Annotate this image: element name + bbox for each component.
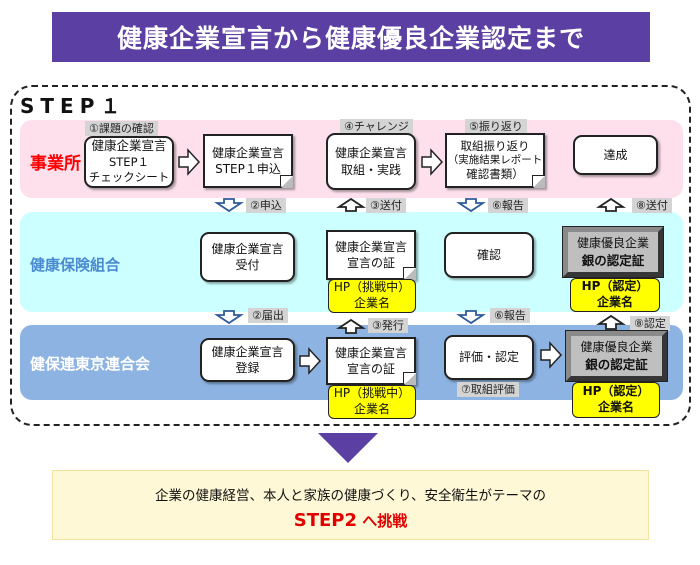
flow-tag-2: ②申込 xyxy=(246,198,286,213)
page-title: 健康企業宣言から健康優良企業認定まで xyxy=(52,12,650,62)
hp-certified-badge-fed: HP（認定）企業名 xyxy=(572,382,660,418)
flow-tag-3: ③送付 xyxy=(366,198,406,213)
hp-certified-badge: HP（認定）企業名 xyxy=(570,278,660,312)
big-down-arrow-icon xyxy=(318,433,378,463)
step-tag-4: ④チャレンジ xyxy=(340,119,413,134)
achieved-box: 達成 xyxy=(573,135,658,175)
flow-tag-3b: ③発行 xyxy=(368,318,408,333)
row-label-insurer: 健康保険組合 xyxy=(30,256,121,274)
practice-box: 健康企業宣言取組・実践 xyxy=(326,133,416,190)
up-arrow-icon xyxy=(596,197,626,212)
down-arrow-icon xyxy=(214,198,244,213)
flow-tag-6b: ⑥報告 xyxy=(490,308,530,323)
hp-challenge-badge-fed: HP（挑戦中）企業名 xyxy=(328,385,416,419)
declaration-certificate-doc-fed: 健康企業宣言宣言の証 xyxy=(326,337,416,385)
registration-box: 健康企業宣言登録 xyxy=(200,338,295,382)
flow-tag-8: ⑧送付 xyxy=(632,198,672,213)
step1-label: STEP１ xyxy=(20,94,127,118)
step-tag-5: ⑤振り返り xyxy=(465,119,527,134)
down-arrow-icon xyxy=(214,310,244,325)
challenge-label: へ挑戦 xyxy=(357,512,408,530)
review-doc: 取組振り返り（実施結果レポート確認書類） xyxy=(445,133,545,188)
flow-tag-2b: ②届出 xyxy=(248,308,288,323)
row-label-federation: 健保連東京連合会 xyxy=(30,355,151,373)
right-arrow-icon xyxy=(299,347,322,375)
reception-box: 健康企業宣言受付 xyxy=(200,232,295,282)
up-arrow-icon xyxy=(596,314,626,330)
next-step-title: STEP2 へ挑戦 xyxy=(53,510,648,531)
next-step-panel: 企業の健康経営、本人と家族の健康づくり、安全衛生がテーマの STEP2 へ挑戦 xyxy=(52,470,649,540)
up-arrow-icon xyxy=(336,318,366,334)
step-tag-7: ⑦取組評価 xyxy=(457,382,519,397)
row-label-office: 事業所 xyxy=(30,154,81,174)
down-arrow-icon xyxy=(456,310,486,325)
silver-certificate: 健康優良企業銀の認定証 xyxy=(562,226,664,278)
up-arrow-icon xyxy=(336,197,366,212)
evaluation-box: 評価・認定 xyxy=(444,335,534,380)
hp-challenge-badge: HP（挑戦中）企業名 xyxy=(328,279,416,313)
step2-label: STEP2 xyxy=(293,510,358,531)
confirm-box: 確認 xyxy=(444,232,534,278)
down-arrow-icon xyxy=(456,198,486,213)
right-arrow-icon xyxy=(540,341,563,369)
declaration-certificate-doc: 健康企業宣言宣言の証 xyxy=(326,230,416,280)
flow-tag-8b: ⑧認定 xyxy=(630,316,670,331)
right-arrow-icons xyxy=(178,148,563,375)
right-arrow-icon xyxy=(421,148,444,176)
silver-certificate-fed: 健康優良企業銀の認定証 xyxy=(565,330,668,382)
step-tag-1: ①課題の確認 xyxy=(85,121,158,136)
next-step-description: 企業の健康経営、本人と家族の健康づくり、安全衛生がテーマの xyxy=(155,488,546,504)
flow-tag-6: ⑥報告 xyxy=(488,198,528,213)
right-arrow-icon xyxy=(178,148,201,176)
step1-frame xyxy=(10,85,691,426)
